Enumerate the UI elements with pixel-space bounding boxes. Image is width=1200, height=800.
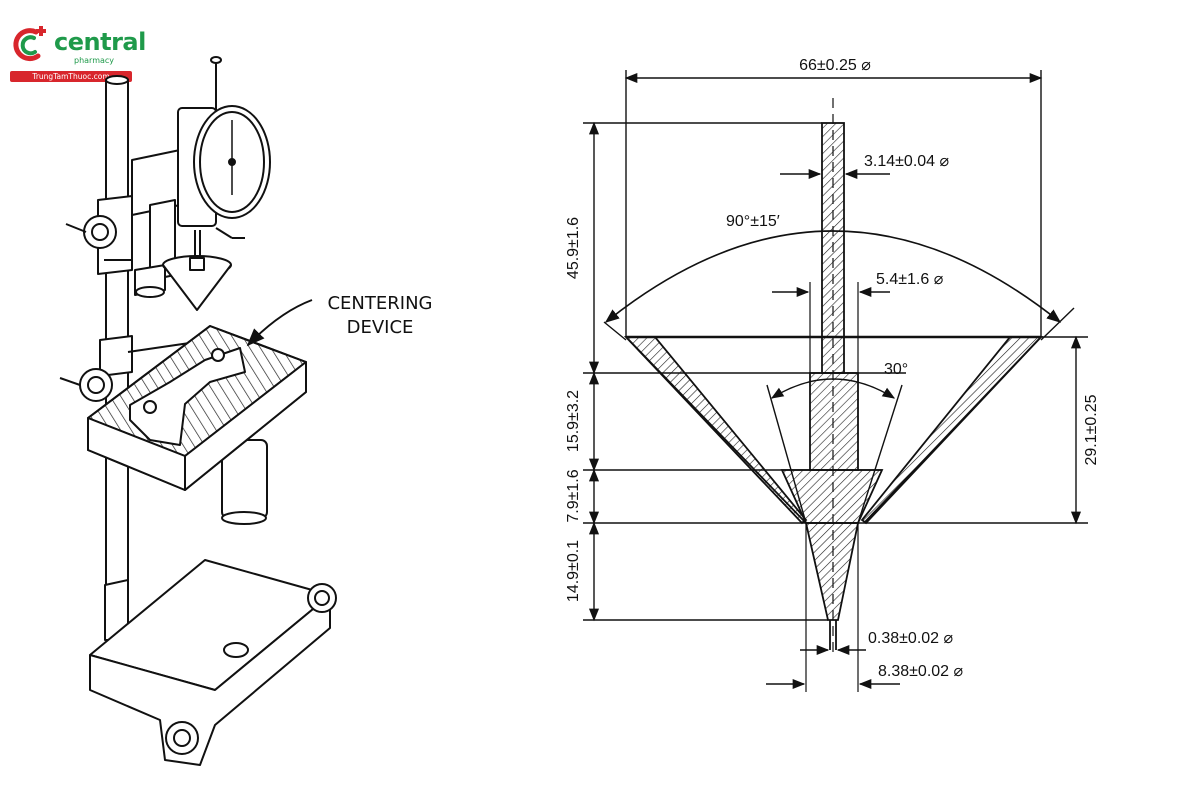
dim-top-diameter: 66±0.25 ⌀ bbox=[799, 57, 871, 74]
central-pharmacy-logo: central pharmacy TrungTamThuoc.com bbox=[6, 22, 146, 84]
dim-total-height: 45.9±1.6 bbox=[565, 217, 582, 279]
centering-device-callout: CENTERING DEVICE bbox=[246, 293, 433, 347]
penetrometer-apparatus bbox=[59, 56, 337, 766]
dim-cone-height: 29.1±0.25 bbox=[1083, 394, 1100, 465]
tip-angle-arc bbox=[770, 378, 896, 399]
logo-banner: TrungTamThuoc.com bbox=[10, 71, 132, 82]
dim-mid-height: 7.9±1.6 bbox=[565, 469, 582, 522]
logo-mark-icon bbox=[13, 26, 46, 62]
callout-line-1: CENTERING bbox=[327, 293, 432, 314]
rod bbox=[821, 122, 845, 374]
cone-drawing bbox=[583, 70, 1088, 692]
rod-holder bbox=[809, 372, 859, 471]
dimension-labels: 66±0.25 ⌀ 3.14±0.04 ⌀ 90°±15′ 5.4±1.6 ⌀ … bbox=[565, 57, 1100, 680]
dim-rod-diameter: 3.14±0.04 ⌀ bbox=[864, 153, 950, 170]
penetration-cone bbox=[162, 264, 232, 311]
dim-holder-diameter: 5.4±1.6 ⌀ bbox=[876, 271, 944, 288]
dim-cone-angle: 90°±15′ bbox=[726, 213, 780, 230]
dim-tip-large-diameter: 8.38±0.02 ⌀ bbox=[878, 663, 964, 680]
cone-angle-arc bbox=[604, 230, 1062, 323]
dim-tip-angle: 30° bbox=[884, 361, 908, 378]
callout-line-2: DEVICE bbox=[347, 317, 414, 338]
centering-device bbox=[129, 347, 246, 446]
dim-holder-height: 15.9±3.2 bbox=[565, 390, 582, 452]
dim-tip-height: 14.9±0.1 bbox=[565, 540, 582, 602]
logo-subtitle: pharmacy bbox=[74, 56, 115, 65]
cone-tip bbox=[804, 522, 860, 621]
dim-tip-small-diameter: 0.38±0.02 ⌀ bbox=[868, 630, 954, 647]
logo-name: central bbox=[54, 28, 146, 56]
